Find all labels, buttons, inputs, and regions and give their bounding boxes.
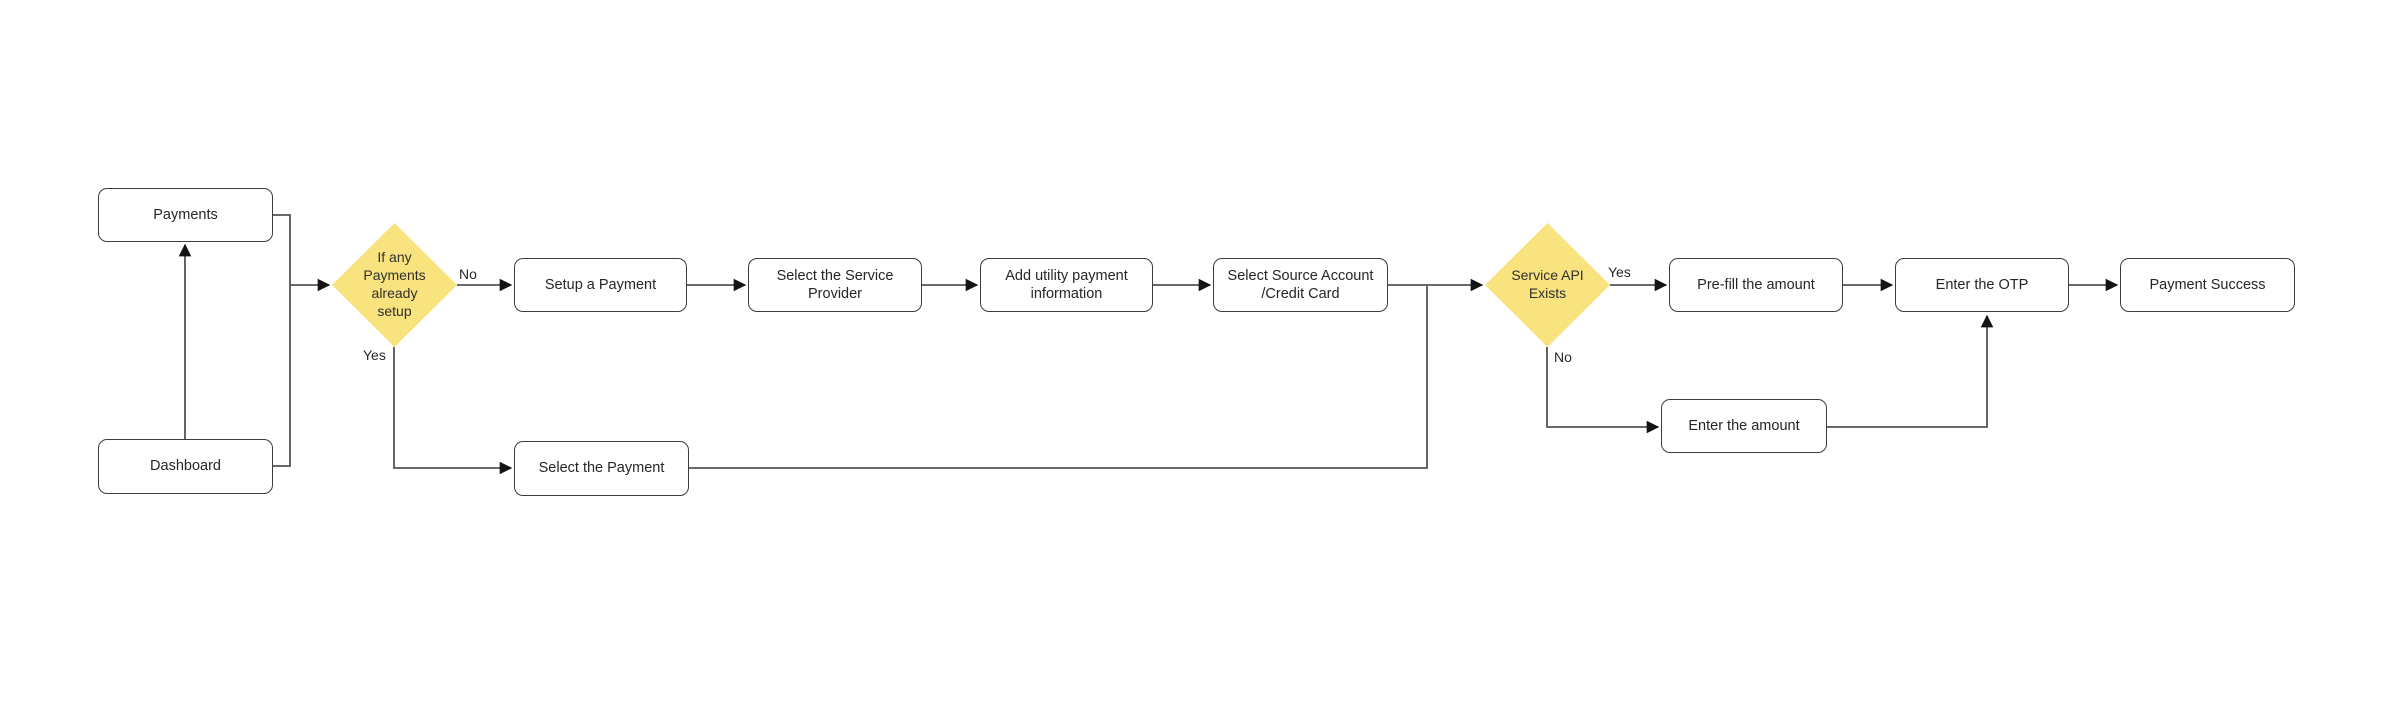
node-enter-the-otp[interactable]: Enter the OTP xyxy=(1895,258,2069,312)
node-select-source-account-credit-card[interactable]: Select Source Account /Credit Card xyxy=(1213,258,1388,312)
node-payment-success[interactable]: Payment Success xyxy=(2120,258,2295,312)
node-select-the-payment[interactable]: Select the Payment xyxy=(514,441,689,496)
connector-decision1-yes-to-select-payment xyxy=(393,347,513,475)
node-prefill-the-amount[interactable]: Pre-fill the amount xyxy=(1669,258,1843,312)
node-enter-the-amount[interactable]: Enter the amount xyxy=(1661,399,1827,453)
node-dashboard[interactable]: Dashboard xyxy=(98,439,273,494)
connector-enter-amount-to-enter-otp xyxy=(1827,314,1994,428)
edge-label-decision2-yes: Yes xyxy=(1608,264,1631,280)
node-setup-a-payment[interactable]: Setup a Payment xyxy=(514,258,687,312)
connector-select-payment-to-junction xyxy=(689,286,1428,469)
edge-label-decision1-yes: Yes xyxy=(363,347,386,363)
node-select-service-provider[interactable]: Select the Service Provider xyxy=(748,258,922,312)
edge-label-decision1-no: No xyxy=(459,266,477,282)
edge-label-decision2-no: No xyxy=(1554,349,1572,365)
connector-payments-dashboard-spine xyxy=(273,214,291,467)
connector-decision2-no-to-enter-amount xyxy=(1546,347,1660,434)
node-add-utility-payment-information[interactable]: Add utility payment information xyxy=(980,258,1153,312)
node-payments[interactable]: Payments xyxy=(98,188,273,242)
